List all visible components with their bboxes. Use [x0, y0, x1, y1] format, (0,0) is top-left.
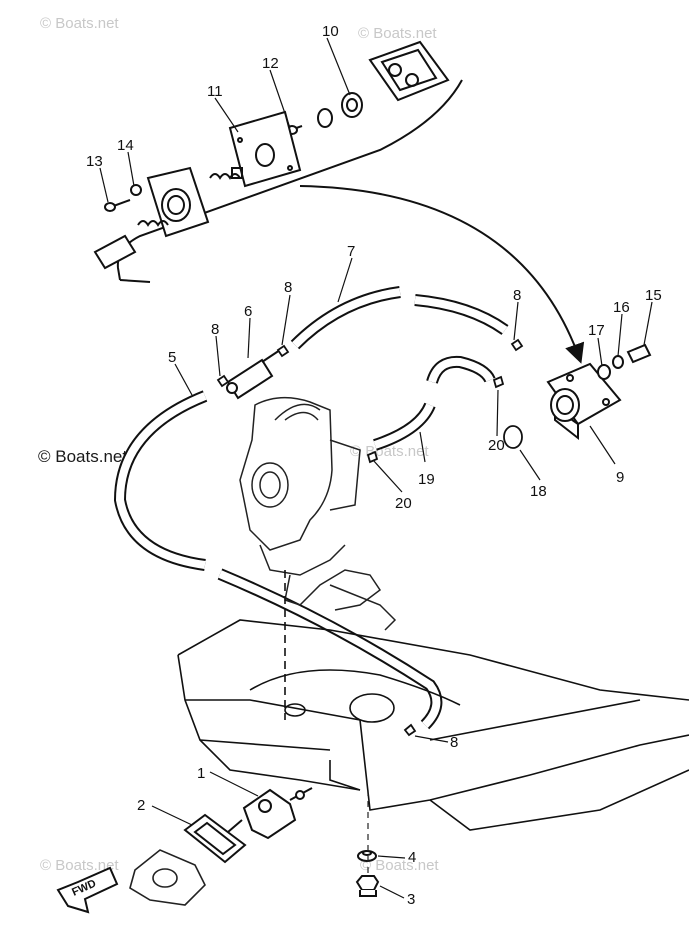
callout-11: 11 [207, 83, 223, 100]
callout-15: 15 [645, 287, 662, 304]
callout-20a: 20 [488, 437, 505, 454]
watermark-left-mid: © Boats.net [38, 447, 127, 466]
callout-10: 10 [322, 23, 339, 40]
callout-8b: 8 [211, 321, 219, 338]
bottom-cowling-phantom [177, 570, 689, 831]
watermark-bottom-left: © Boats.net [40, 857, 119, 874]
diaphragm-ring [317, 92, 363, 128]
pump-cover-10 [368, 40, 450, 102]
assembly-arrow [299, 185, 585, 364]
gasket-2 [183, 813, 247, 864]
fuel-hoses [113, 286, 509, 730]
screw-13-washer-14 [104, 184, 142, 212]
callout-3: 3 [407, 891, 415, 908]
callout-12: 12 [262, 55, 279, 72]
callout-1: 1 [197, 765, 205, 782]
watermark-top-right: © Boats.net [358, 25, 437, 42]
callout-8a: 8 [284, 279, 292, 296]
callout-6: 6 [244, 303, 252, 320]
callout-5: 5 [168, 349, 176, 366]
watermark-bottom-right: © Boats.net [360, 857, 439, 874]
callout-9: 9 [616, 469, 624, 486]
watermark-top-left: © Boats.net [40, 15, 119, 32]
washer-4 [357, 850, 377, 862]
bolt-15-washers [597, 343, 652, 380]
callout-17: 17 [588, 322, 605, 339]
hose-clips [216, 338, 524, 737]
connector-housing [129, 849, 206, 906]
callout-14: 14 [117, 137, 134, 154]
callout-4: 4 [408, 849, 416, 866]
fuel-connector-1 [227, 787, 313, 840]
callouts: 10 12 11 14 13 7 8 6 8 5 8 15 16 17 20 1… [86, 23, 662, 908]
callout-13: 13 [86, 153, 103, 170]
callout-2: 2 [137, 797, 145, 814]
spring-assembly [209, 167, 243, 180]
bolt-3 [355, 875, 380, 897]
callout-8d: 8 [450, 734, 458, 751]
fuel-pump-exploded-group [93, 40, 463, 283]
fuel-joint-6 [226, 349, 281, 400]
callout-18: 18 [530, 483, 547, 500]
callout-19: 19 [418, 471, 435, 488]
pump-body-11 [228, 110, 302, 188]
o-ring-18 [503, 425, 523, 449]
callout-7: 7 [347, 243, 355, 260]
fwd-arrow: FWD [56, 866, 119, 914]
plunger [93, 220, 169, 270]
callout-16: 16 [613, 299, 630, 316]
callout-8c: 8 [513, 287, 521, 304]
leader-lines [99, 37, 653, 899]
clips-20 [366, 375, 505, 464]
lower-housing [146, 166, 210, 238]
carburetor-phantom [239, 396, 397, 631]
callout-20b: 20 [395, 495, 412, 512]
